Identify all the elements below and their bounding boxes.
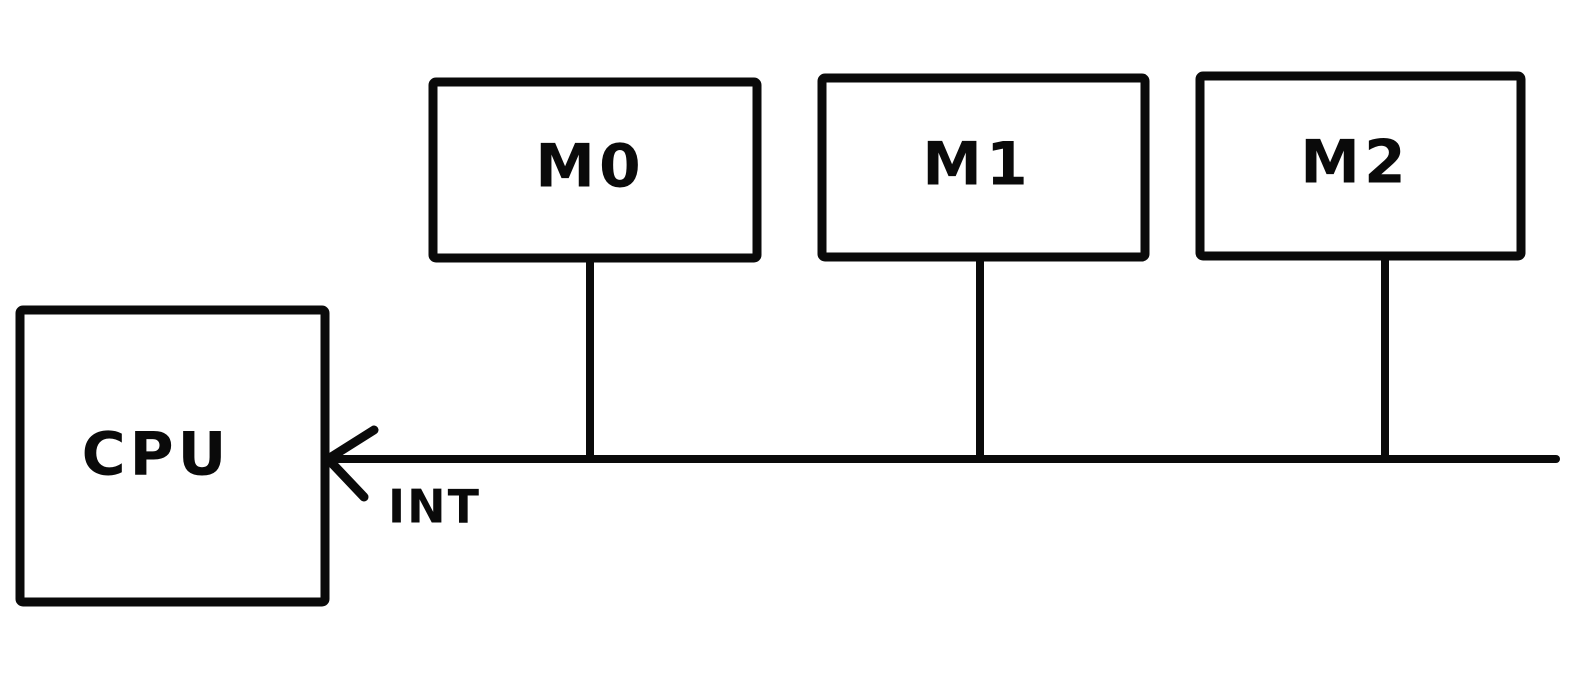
node-m0[interactable]: M0 [428, 77, 762, 263]
node-m0-label: M0 [535, 132, 644, 202]
node-m2[interactable]: M2 [1195, 71, 1526, 261]
node-m2-label: M2 [1300, 128, 1409, 198]
module-nodes: M0 M1 M2 [428, 71, 1526, 263]
drop-connectors [586, 252, 1389, 463]
int-signal-label: INT [388, 480, 481, 534]
interrupt-arrowhead-icon [323, 425, 379, 502]
node-cpu-label: CPU [82, 420, 231, 490]
node-m2-box[interactable] [1195, 71, 1526, 261]
node-m0-box[interactable] [428, 77, 762, 263]
node-m1[interactable]: M1 [817, 73, 1150, 262]
interrupt-bus-group[interactable] [323, 425, 1560, 502]
node-cpu[interactable]: CPU [15, 305, 330, 607]
node-m1-label: M1 [922, 130, 1031, 200]
